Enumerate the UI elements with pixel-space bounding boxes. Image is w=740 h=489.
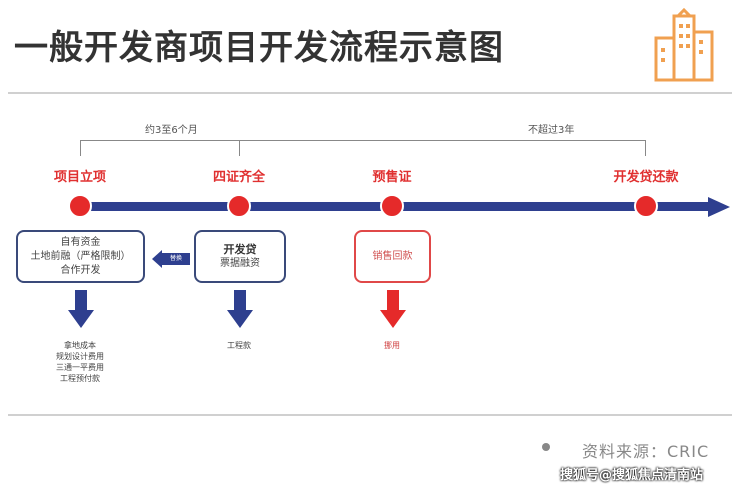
self-funding-box: 自有资金 土地前融（严格限制） 合作开发: [16, 230, 145, 283]
dev-loan-sub: 票据融资: [220, 257, 260, 269]
timeline-arrowhead: [708, 197, 730, 217]
milestone-dot: [380, 194, 404, 218]
source-label: 资料来源：CRIC: [582, 442, 710, 461]
bullet-icon: [542, 443, 550, 451]
duration-bracket: [80, 140, 646, 156]
milestone-loan-repayment: 开发贷还款: [613, 170, 679, 185]
replace-arrow-label: 替换: [162, 253, 190, 265]
milestone-dot: [68, 194, 92, 218]
milestone-four-certificates: 四证齐全: [212, 170, 266, 185]
dev-loan-box: 开发贷 票据融资: [194, 230, 286, 283]
down-arrow-icon: [380, 290, 406, 328]
milestone-dot: [634, 194, 658, 218]
watermark: 搜狐号@搜狐焦点清南站: [560, 468, 704, 483]
milestone-project-approval: 项目立项: [53, 170, 107, 185]
use-item: 拿地成本: [64, 341, 96, 350]
milestone-presale-permit: 预售证: [372, 170, 412, 185]
use-item: 三通一平费用: [56, 363, 104, 372]
page-title: 一般开发商项目开发流程示意图: [14, 28, 504, 68]
dev-loan-use: 工程款: [227, 341, 251, 350]
bracket-divider: [239, 140, 240, 156]
down-arrow-icon: [68, 290, 94, 328]
top-divider: [8, 92, 732, 94]
dev-loan-title: 开发贷: [223, 242, 257, 256]
bottom-divider: [8, 414, 732, 416]
use-item: 规划设计费用: [56, 352, 104, 361]
box-line: 土地前融（严格限制）: [30, 250, 131, 262]
use-item: 工程预付款: [60, 374, 100, 383]
self-funding-uses: 拿地成本 规划设计费用 三通一平费用 工程预付款: [56, 340, 104, 384]
duration-3-6-months: 约3至6个月: [145, 125, 198, 136]
replace-arrow-head: [152, 250, 162, 268]
sales-use: 挪用: [384, 341, 400, 350]
down-arrow-icon: [227, 290, 253, 328]
box-line: 自有资金: [60, 236, 101, 248]
sales-box: 销售回款: [354, 230, 431, 283]
box-line: 合作开发: [60, 264, 101, 276]
sales-label: 销售回款: [372, 250, 413, 262]
milestone-dot: [227, 194, 251, 218]
building-icon: [654, 8, 714, 82]
duration-3-years: 不超过3年: [528, 125, 575, 136]
